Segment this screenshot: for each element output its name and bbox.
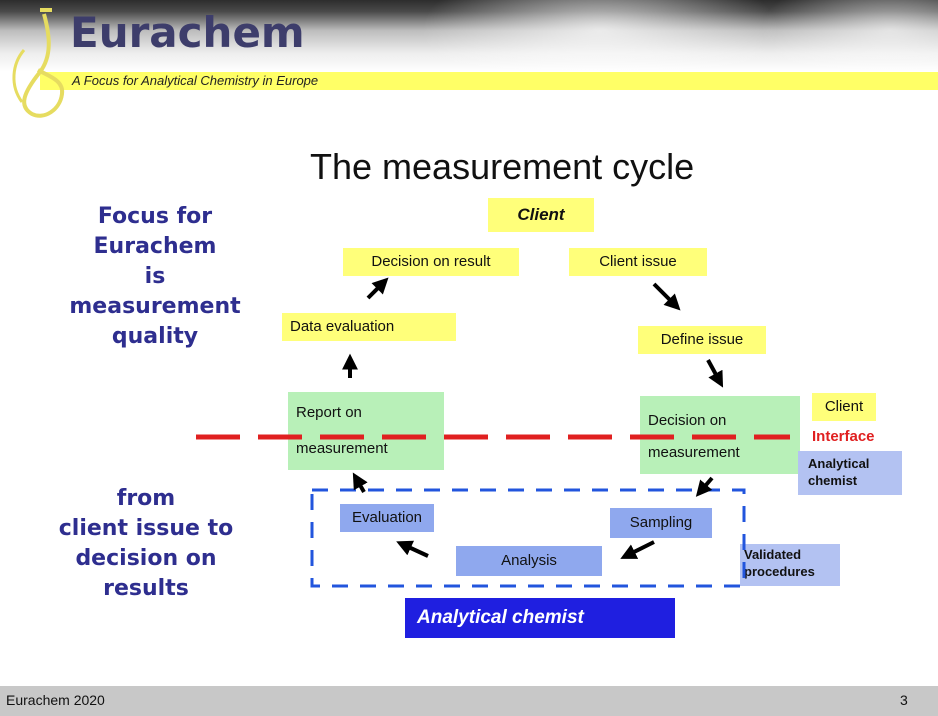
arrow-icon [366, 277, 389, 300]
box-line: procedures [744, 564, 815, 579]
client-issue-box: Client issue [569, 248, 707, 276]
page-number: 3 [900, 692, 908, 708]
arrow-icon [352, 472, 368, 493]
validated-procedures-box: Validated procedures [740, 544, 840, 586]
define-issue-box: Define issue [638, 326, 766, 354]
arrow-icon [695, 476, 714, 497]
side-text-line: decision on [75, 546, 217, 571]
arrow-icon [620, 540, 655, 559]
arrow-icon [396, 540, 429, 558]
side-text-line: is [144, 264, 166, 289]
arrow-icon [706, 359, 724, 388]
evaluation-box: Evaluation [340, 504, 434, 532]
box-line: chemist [808, 473, 858, 488]
footer-label: Eurachem 2020 [6, 692, 105, 708]
side-text-line: Eurachem [93, 234, 217, 259]
report-on-measurement-box: Report on measurement [288, 392, 444, 470]
brand-name: Eurachem [70, 8, 305, 57]
side-text-line: Focus for [97, 204, 213, 229]
decision-on-measurement-box: Decision on measurement [640, 396, 800, 474]
slide-footer [0, 686, 938, 716]
slide-title: The measurement cycle [310, 146, 695, 187]
tagline: A Focus for Analytical Chemistry in Euro… [72, 73, 319, 88]
side-text-line: from [116, 486, 176, 511]
data-evaluation-box: Data evaluation [282, 313, 456, 341]
sampling-box: Sampling [610, 508, 712, 538]
side-text-line: measurement [69, 294, 241, 319]
interface-label: Interface [812, 428, 875, 445]
analytical-chemist-banner: Analytical chemist [405, 598, 675, 638]
side-text-line: results [103, 576, 189, 601]
side-text-scope: from client issue to decision on results [18, 484, 274, 604]
box-line: Validated [744, 547, 802, 562]
arrow-icon [652, 282, 681, 311]
client-label-box: Client [488, 198, 594, 232]
box-line: Report on [296, 404, 362, 421]
box-line: Decision on [648, 412, 727, 429]
side-text-line: quality [111, 324, 199, 349]
analysis-box: Analysis [456, 546, 602, 576]
analytical-chemist-side-box: Analytical chemist [798, 451, 902, 495]
box-line: Analytical [808, 456, 870, 471]
decision-on-result-box: Decision on result [343, 248, 519, 276]
box-line: measurement [296, 440, 388, 457]
side-text-focus: Focus for Eurachem is measurement qualit… [40, 202, 270, 352]
tagline-bar [40, 72, 938, 90]
side-text-line: client issue to [58, 516, 234, 541]
eurachem-logo-icon [12, 8, 65, 118]
box-line: measurement [648, 444, 740, 461]
client-interface-client-label: Client [812, 393, 876, 421]
